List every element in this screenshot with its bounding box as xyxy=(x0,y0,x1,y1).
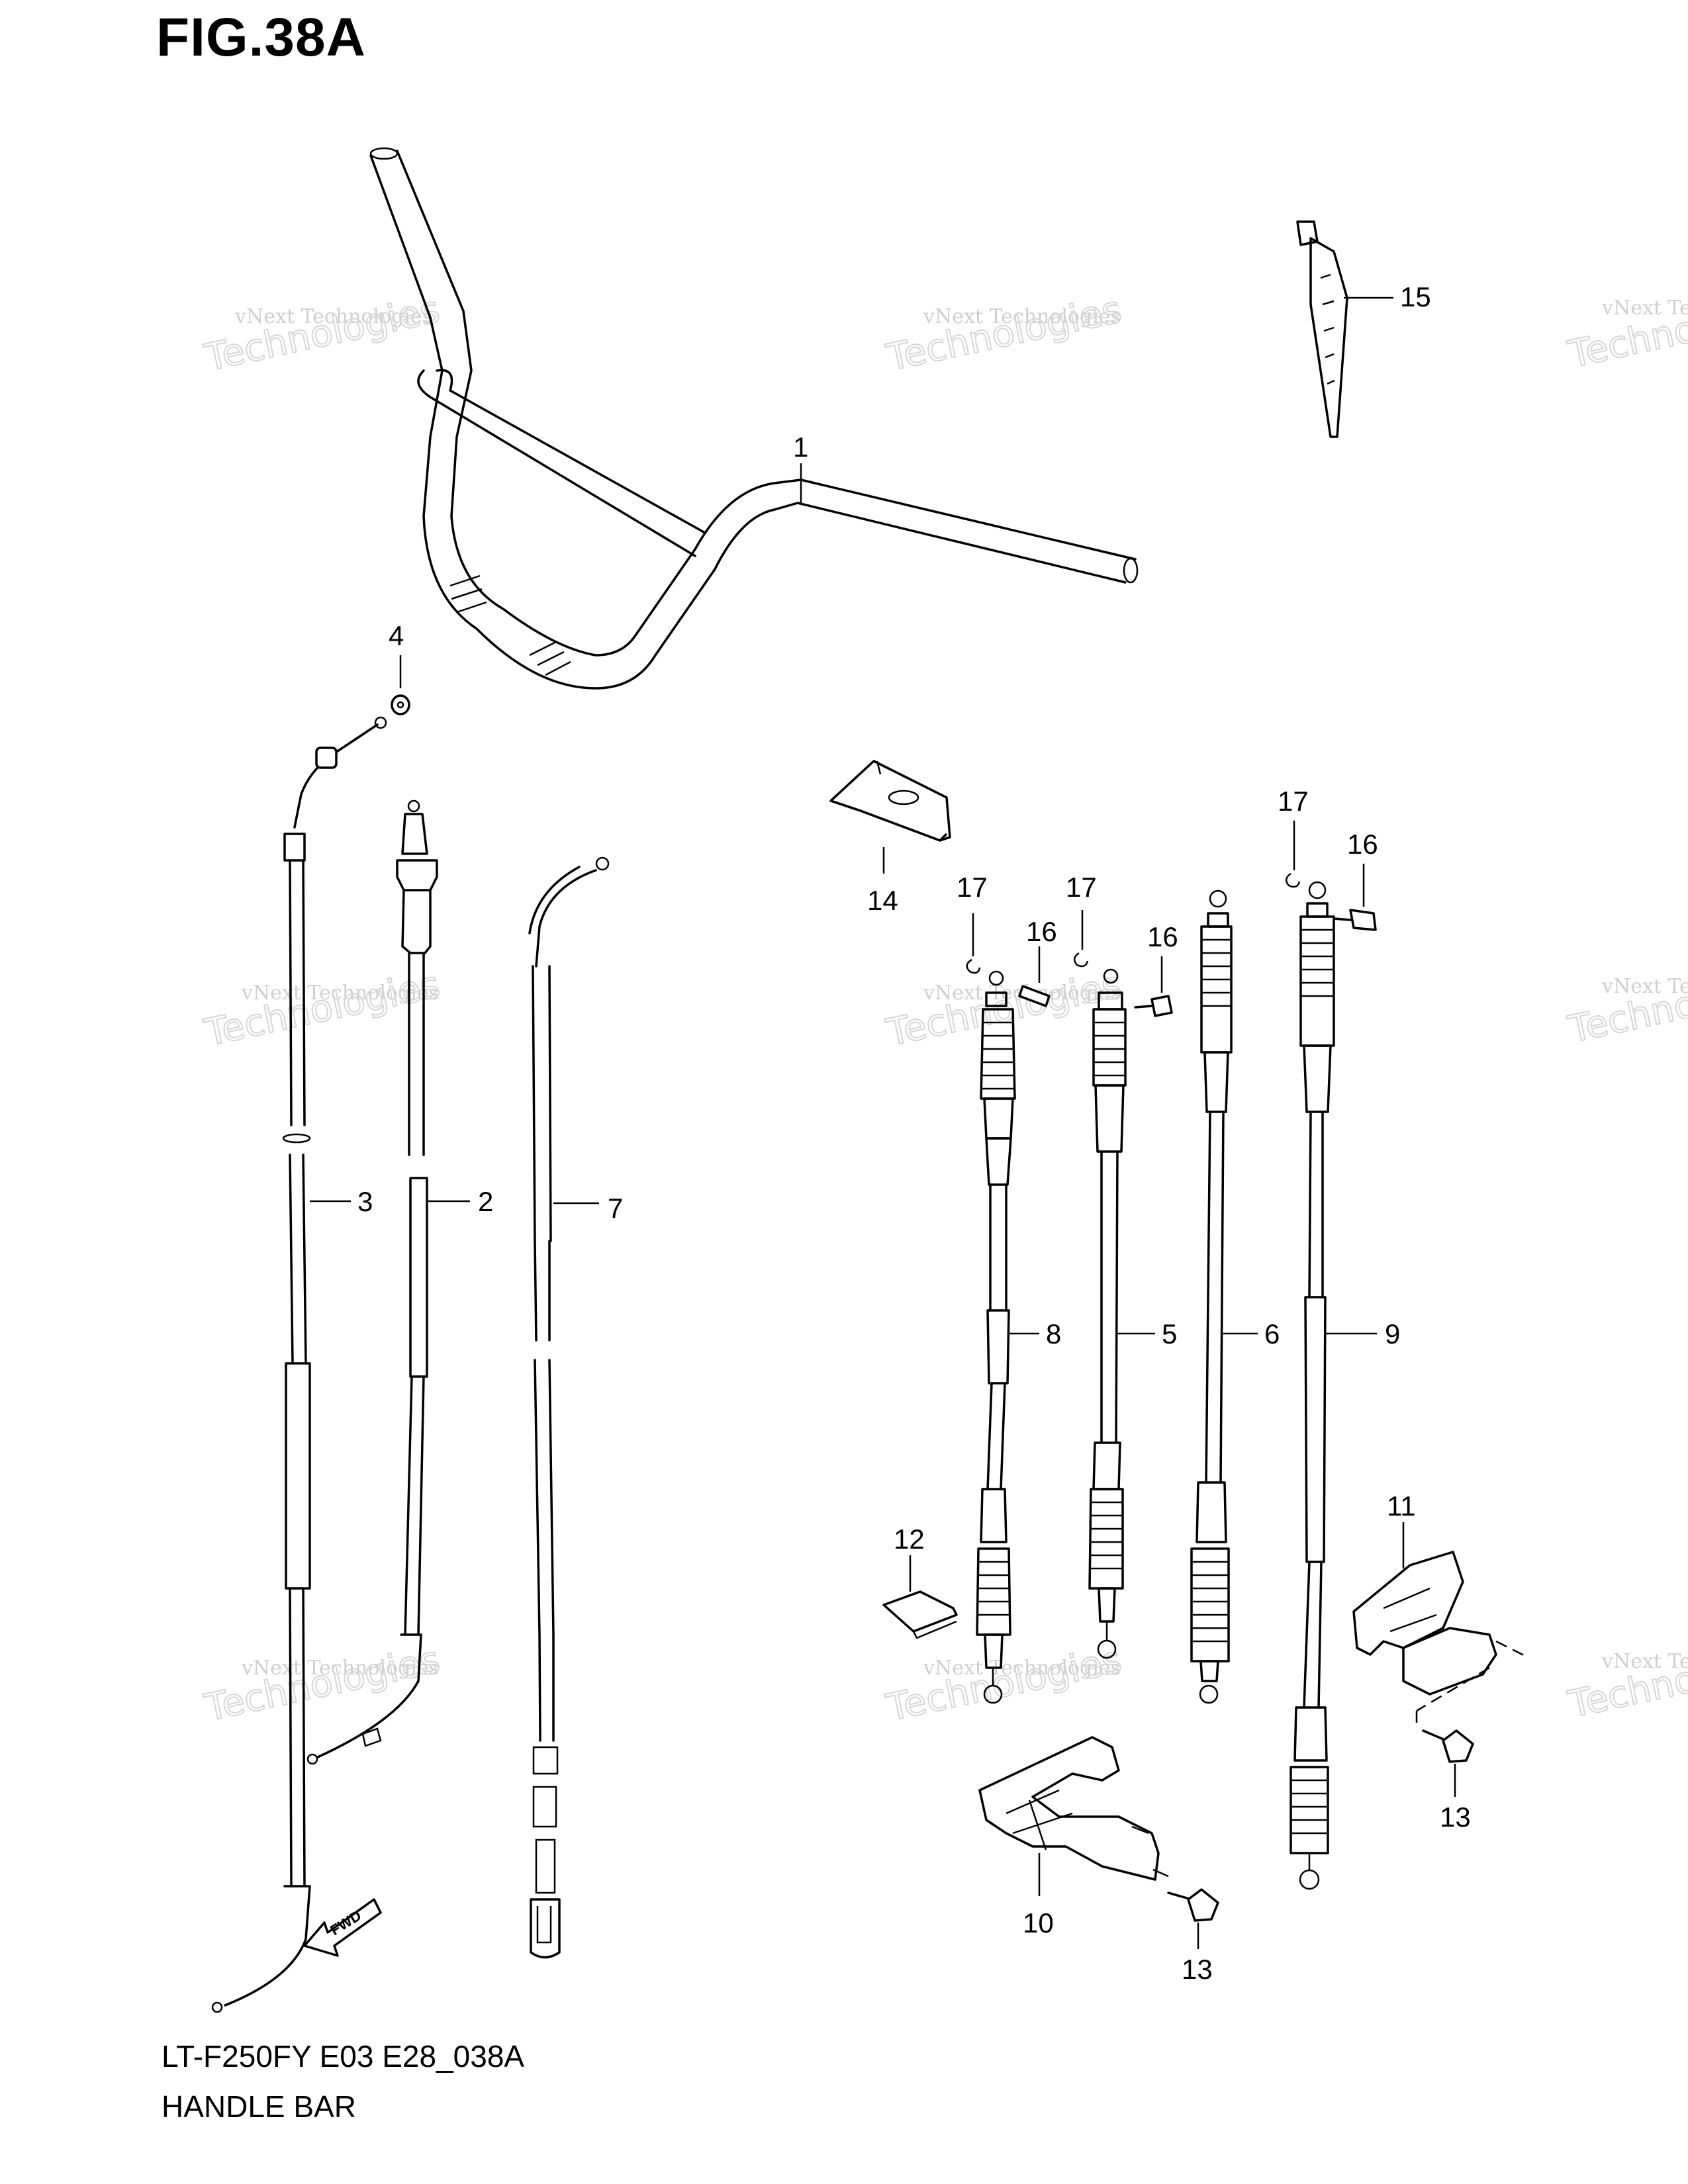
callout-1: 1 xyxy=(793,432,808,463)
watermark-text: vNext Technologies xyxy=(234,305,432,328)
callout-16a: 16 xyxy=(1026,916,1057,947)
callout-10: 10 xyxy=(1023,1907,1054,1938)
watermark-text: vNext Technologies xyxy=(241,1657,439,1680)
watermark-text: vNext Technologies xyxy=(241,981,439,1005)
callout-3: 3 xyxy=(357,1186,373,1217)
callout-14: 14 xyxy=(867,885,898,916)
watermark-text: vNext Technologies xyxy=(1601,296,1688,320)
cable-part-9 xyxy=(1289,881,1335,1890)
callout-17a: 17 xyxy=(957,872,988,903)
watermark-text: Technologies xyxy=(201,963,443,1055)
pin-part xyxy=(1018,864,1377,1017)
clip-part-12 xyxy=(882,1590,958,1639)
callout-4: 4 xyxy=(389,620,404,651)
cable-part-5 xyxy=(1088,968,1127,1659)
callout-6: 6 xyxy=(1264,1318,1280,1349)
throttle-cable-part xyxy=(211,716,387,2013)
callout-16b: 16 xyxy=(1147,921,1178,952)
callout-11: 11 xyxy=(1387,1490,1416,1522)
cable-part-6 xyxy=(1190,889,1233,1704)
callout-12: 12 xyxy=(894,1524,925,1555)
callout-2: 2 xyxy=(478,1186,493,1217)
callout-9: 9 xyxy=(1385,1318,1400,1349)
fwd-arrow-icon: FWD xyxy=(303,1898,382,1957)
callout-15: 15 xyxy=(1400,281,1431,312)
callout-13b: 13 xyxy=(1182,1954,1213,1985)
cable-part-2 xyxy=(306,799,438,1765)
watermark-text: vNext Technologies xyxy=(923,305,1121,328)
watermark-text: vNext Technologies xyxy=(1601,1650,1688,1673)
washer-part xyxy=(391,655,410,715)
bolt-part xyxy=(1167,1729,1474,1949)
watermark-text: Technologies xyxy=(1564,960,1688,1052)
bracket-part-14 xyxy=(829,760,951,842)
bracket-part-10 xyxy=(978,1736,1169,1881)
callout-5: 5 xyxy=(1162,1318,1177,1349)
cable-part-7 xyxy=(528,856,610,1959)
bracket-part-11 xyxy=(1352,1551,1530,1724)
watermark-text: Technologies xyxy=(882,288,1125,380)
callout-13a: 13 xyxy=(1440,1801,1471,1833)
watermark-text: Technologies xyxy=(201,288,443,380)
watermark-text: Technologies xyxy=(882,1638,1125,1730)
watermark-text: vNext Technologies xyxy=(1601,975,1688,998)
diagram-code: LT-F250FY E03 E28_038A xyxy=(162,2039,525,2073)
cable-part-8 xyxy=(976,970,1016,1704)
clip-part xyxy=(966,821,1301,974)
figure-title: FIG.38A xyxy=(156,7,366,68)
watermark-text: Technologies xyxy=(1564,1635,1688,1727)
callout-8: 8 xyxy=(1046,1318,1061,1349)
cable-tie-part xyxy=(1296,220,1348,438)
callout-17b: 17 xyxy=(1066,872,1097,903)
diagram-name: HANDLE BAR xyxy=(162,2089,356,2124)
watermark-text: vNext Technologies xyxy=(923,1657,1121,1680)
callout-7: 7 xyxy=(608,1193,623,1224)
callout-17c: 17 xyxy=(1278,786,1309,817)
callout-16c: 16 xyxy=(1347,829,1378,860)
watermark-text: Technologies xyxy=(201,1638,443,1730)
handle-bar-part xyxy=(369,147,1139,690)
